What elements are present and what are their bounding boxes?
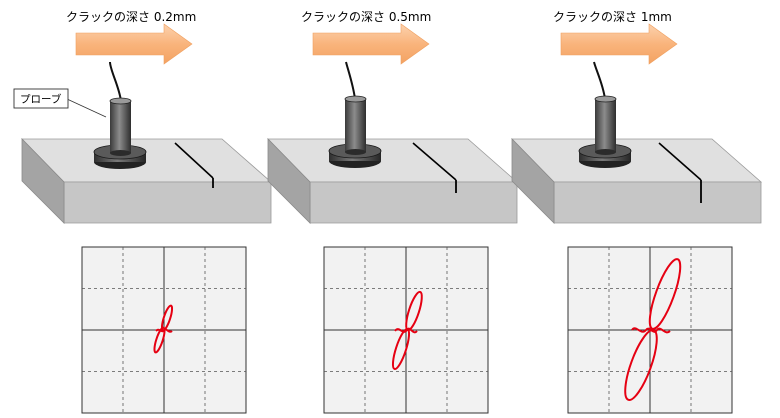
signal-trace [391, 290, 423, 371]
crack-line [412, 142, 457, 181]
probe [93, 61, 147, 169]
test-block [267, 138, 519, 224]
signal-screen [323, 246, 489, 414]
probe-cable [593, 61, 606, 100]
probe-label: プローブ [20, 93, 62, 106]
probe [578, 61, 632, 168]
signal-screen [81, 246, 247, 414]
direction-arrow [312, 23, 430, 65]
crack-line [174, 142, 214, 179]
signal-trace [153, 304, 174, 354]
crack-depth-label: クラックの深さ 0.2mm [66, 10, 196, 24]
signal-screen [567, 246, 733, 414]
probe-cable [345, 61, 356, 100]
probe [328, 61, 382, 168]
panel-1: クラックの深さ 0.2mm プローブ [13, 10, 273, 414]
panel-2: クラックの深さ 0.5mm [267, 10, 519, 414]
direction-arrow [75, 23, 193, 65]
test-block [21, 138, 273, 224]
direction-arrow [560, 23, 678, 65]
test-block [511, 138, 763, 224]
probe-cable [109, 61, 122, 102]
probe-callout: プローブ [13, 88, 107, 118]
crack-depth-label: クラックの深さ 1mm [553, 10, 672, 24]
crack-depth-label: クラックの深さ 0.5mm [301, 10, 431, 24]
crack-line [658, 142, 702, 181]
panel-3: クラックの深さ 1mm [511, 10, 763, 414]
signal-trace [624, 258, 682, 401]
